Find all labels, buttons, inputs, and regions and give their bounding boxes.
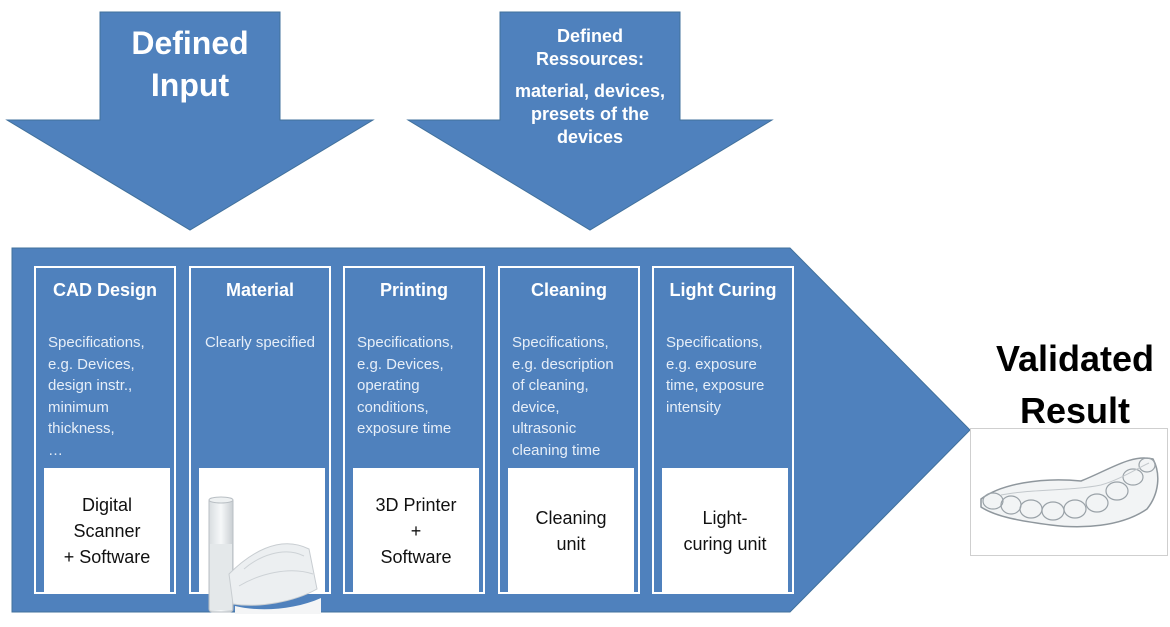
step-description: Specifications, e.g. description of clea… bbox=[512, 334, 614, 459]
step-cleaning: Cleaning Specifications, e.g. descriptio… bbox=[498, 266, 640, 594]
defined-input-line2: Input bbox=[150, 67, 230, 103]
step-title: Printing bbox=[380, 280, 448, 300]
defined-input-line1: Defined bbox=[131, 25, 249, 61]
dental-aligner-icon bbox=[980, 457, 1159, 528]
step-description: Specifications, e.g. Devices, design ins… bbox=[48, 334, 145, 459]
resin-bottle-icon bbox=[208, 496, 321, 614]
step-equipment: 3D Printer + Software bbox=[353, 468, 479, 594]
defined-resources-line1: Defined bbox=[556, 26, 623, 46]
step-equipment: Cleaning unit bbox=[508, 468, 634, 594]
defined-input-arrow bbox=[5, 11, 375, 231]
step-cad-design: CAD Design Specifications, e.g. Devices,… bbox=[34, 266, 176, 594]
material-photo-image bbox=[199, 468, 325, 614]
step-title: Cleaning bbox=[530, 280, 607, 300]
defined-resources-arrow bbox=[406, 11, 774, 231]
step-title: Light Curing bbox=[669, 280, 777, 300]
defined-resources-line5: devices bbox=[556, 127, 624, 147]
validated-result-title: Validated Result bbox=[975, 333, 1170, 437]
step-equipment: Digital Scanner + Software bbox=[44, 468, 170, 594]
step-equipment: Light- curing unit bbox=[662, 468, 788, 594]
step-title: CAD Design bbox=[52, 280, 157, 300]
step-description: Clearly specified bbox=[204, 334, 316, 351]
step-material: Material Clearly specified bbox=[189, 266, 331, 614]
defined-resources-label: Defined Ressources: material, devices, p… bbox=[490, 25, 690, 149]
step-title: Material bbox=[225, 280, 295, 300]
validated-result-line1: Validated bbox=[995, 338, 1155, 379]
defined-resources-line2: Ressources: bbox=[535, 49, 645, 69]
step-printing: Printing Specifications, e.g. Devices, o… bbox=[343, 266, 485, 594]
validated-result-line2: Result bbox=[1019, 390, 1131, 431]
step-light-curing: Light Curing Specifications, e.g. exposu… bbox=[652, 266, 794, 594]
step-description: Specifications, e.g. exposure time, expo… bbox=[666, 334, 765, 416]
defined-resources-line4: presets of the bbox=[530, 104, 650, 124]
defined-input-label: Defined Input bbox=[100, 22, 280, 106]
step-description: Specifications, e.g. Devices, operating … bbox=[357, 334, 454, 437]
result-photo-image bbox=[970, 428, 1168, 556]
defined-resources-line3: material, devices, bbox=[514, 81, 666, 101]
